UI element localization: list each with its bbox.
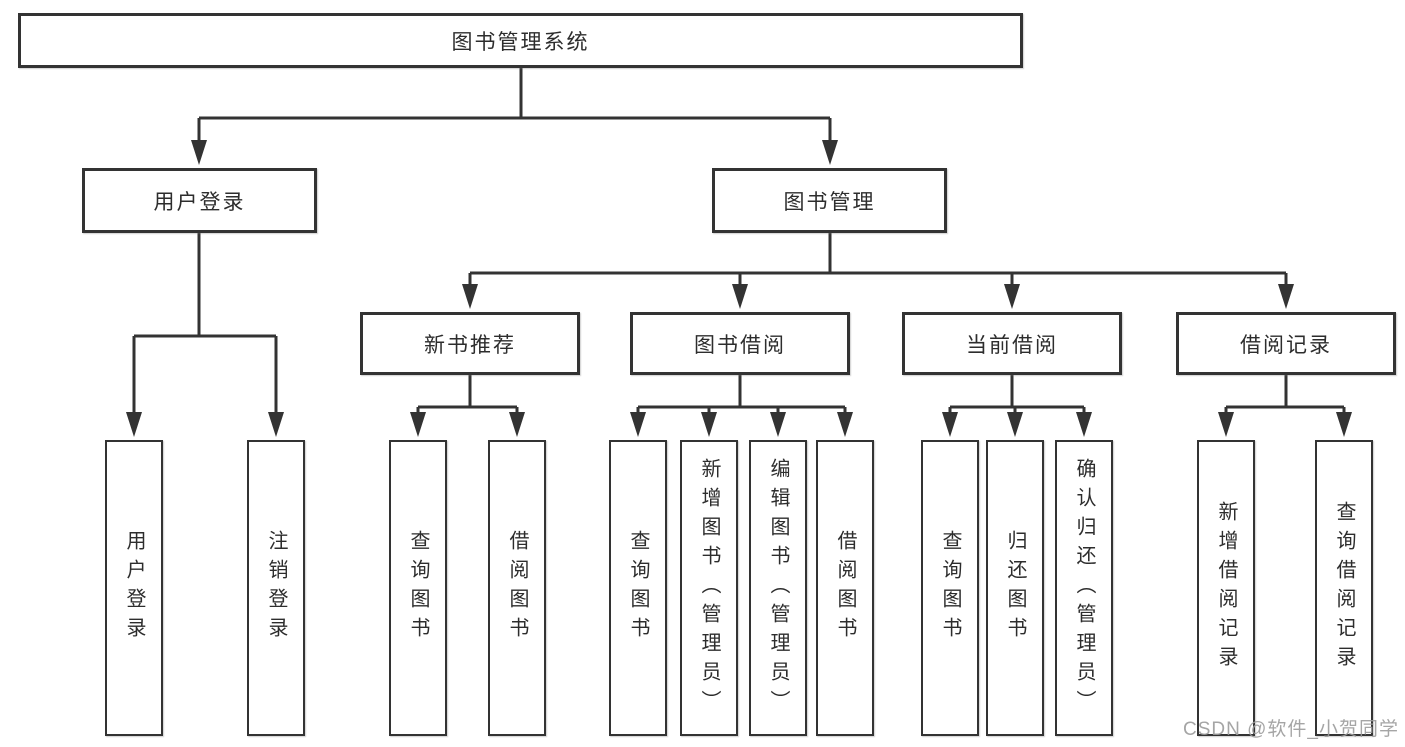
leaf-query-books-current: 查询图书	[921, 440, 979, 736]
leaf-borrow-books: 借阅图书	[816, 440, 874, 736]
node-current-borrow: 当前借阅	[902, 312, 1122, 375]
leaf-add-borrow-record-label: 新增借阅记录	[1215, 501, 1237, 675]
arrowheads-login-children	[126, 412, 284, 437]
node-user-login-label: 用户登录	[153, 190, 246, 214]
leaf-add-borrow-record: 新增借阅记录	[1197, 440, 1255, 736]
watermark: CSDN @软件_小贺同学	[1183, 719, 1399, 740]
connector-records-children	[1224, 374, 1346, 419]
leaf-query-borrow-record-label: 查询借阅记录	[1333, 501, 1355, 675]
node-current-borrow-label: 当前借阅	[966, 333, 1058, 357]
arrowheads-borrow-children	[630, 412, 853, 437]
leaf-confirm-return-admin-label: 确认归还（管理员）	[1073, 457, 1095, 719]
connector-mgmt-children	[468, 233, 1288, 291]
leaf-user-login-label: 用户登录	[123, 530, 145, 646]
leaf-query-books-borrow: 查询图书	[609, 440, 667, 736]
leaf-return-book: 归还图书	[986, 440, 1044, 736]
leaf-borrow-books-recommend: 借阅图书	[488, 440, 546, 736]
node-new-book-recommend-label: 新书推荐	[424, 333, 516, 357]
node-user-login: 用户登录	[82, 168, 317, 233]
node-borrow-records: 借阅记录	[1176, 312, 1396, 375]
arrowheads-records-children	[1218, 412, 1352, 437]
connector-borrow-children	[636, 374, 847, 419]
leaf-query-borrow-record: 查询借阅记录	[1315, 440, 1373, 736]
leaf-add-book-admin: 新增图书（管理员）	[680, 440, 738, 736]
leaf-edit-book-admin: 编辑图书（管理员）	[749, 440, 807, 736]
leaf-borrow-books-recommend-label: 借阅图书	[506, 530, 528, 646]
leaf-query-books-borrow-label: 查询图书	[627, 530, 649, 646]
node-book-management-label: 图书管理	[783, 190, 876, 214]
arrowheads-mgmt-children	[462, 284, 1294, 309]
connector-root-to-level2	[197, 68, 832, 147]
arrowheads-level2	[191, 140, 838, 165]
node-root-label: 图书管理系统	[451, 30, 590, 54]
leaf-query-books-recommend: 查询图书	[389, 440, 447, 736]
leaf-logout: 注销登录	[247, 440, 305, 736]
arrowheads-current-children	[942, 412, 1092, 437]
connector-login-children	[132, 233, 278, 419]
node-new-book-recommend: 新书推荐	[360, 312, 580, 375]
leaf-user-login: 用户登录	[105, 440, 163, 736]
node-borrow-records-label: 借阅记录	[1240, 333, 1332, 357]
leaf-return-book-label: 归还图书	[1004, 530, 1026, 646]
leaf-borrow-books-label: 借阅图书	[834, 530, 856, 646]
node-book-borrow-label: 图书借阅	[694, 333, 786, 357]
connector-newbook-children	[416, 374, 519, 419]
leaf-edit-book-admin-label: 编辑图书（管理员）	[767, 457, 789, 719]
leaf-query-books-recommend-label: 查询图书	[407, 530, 429, 646]
leaf-query-books-current-label: 查询图书	[939, 530, 961, 646]
node-root: 图书管理系统	[18, 13, 1023, 68]
leaf-add-book-admin-label: 新增图书（管理员）	[698, 457, 720, 719]
leaf-confirm-return-admin: 确认归还（管理员）	[1055, 440, 1113, 736]
leaf-logout-label: 注销登录	[265, 530, 287, 646]
node-book-management: 图书管理	[712, 168, 947, 233]
arrowheads-newbook-children	[410, 412, 525, 437]
node-book-borrow: 图书借阅	[630, 312, 850, 375]
